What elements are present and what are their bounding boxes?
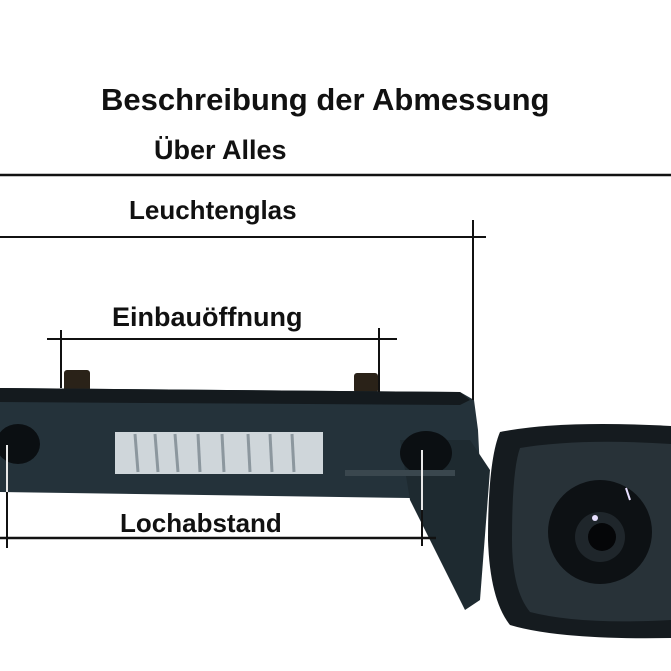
lens-glass-label: Leuchtenglas — [129, 195, 297, 225]
mounting-opening-label: Einbauöffnung — [112, 302, 303, 332]
hole-spacing-label: Lochabstand — [120, 508, 282, 538]
dimension-lines — [0, 173, 671, 548]
mounting-clip-right — [354, 373, 378, 393]
lamp-glass — [115, 432, 323, 474]
overall-dimension-label: Über Alles — [154, 135, 287, 165]
mounting-clip-left — [64, 370, 90, 392]
screw-hole-right — [400, 431, 452, 475]
diagram-title: Beschreibung der Abmessung — [101, 82, 550, 117]
screw-hole-left — [0, 424, 40, 464]
